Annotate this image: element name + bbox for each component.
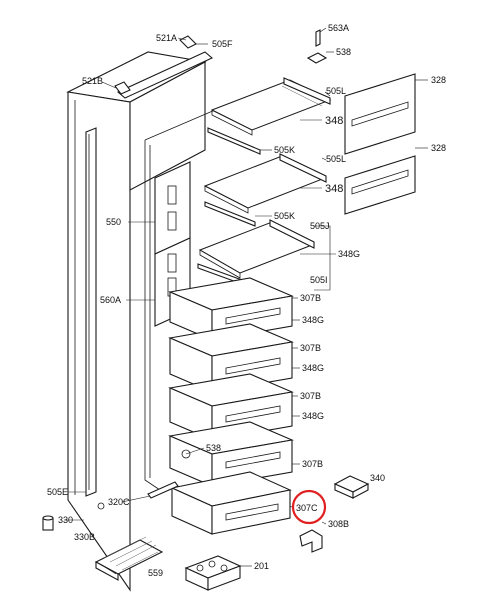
- label-538-mid: 538: [206, 443, 221, 453]
- label-538-top: 538: [336, 47, 351, 57]
- label-505l-2: 505L: [326, 154, 346, 164]
- leader-lines: [64, 27, 428, 575]
- label-505f: 505F: [212, 39, 233, 49]
- label-560a: 560A: [100, 295, 121, 305]
- top-trim: [114, 35, 214, 99]
- label-201: 201: [254, 561, 269, 571]
- label-348g-2: 348G: [302, 315, 324, 325]
- foot-340: [333, 475, 370, 499]
- label-505k-1: 505K: [274, 145, 295, 155]
- label-563a: 563A: [328, 23, 349, 33]
- screw-330-part: [42, 502, 105, 531]
- label-320c: 320C: [108, 497, 130, 507]
- clip-563A: [315, 29, 321, 47]
- part-labels: 521A 505F 563A 538 521B 505L 328 348 505…: [47, 23, 446, 578]
- label-330: 330: [58, 515, 73, 525]
- glass-shelf-348-top: [210, 77, 332, 136]
- egg-tray-201: [184, 555, 242, 591]
- clip-538-top: [306, 52, 328, 64]
- label-328-a: 328: [431, 75, 446, 85]
- label-348-a: 348: [325, 115, 343, 127]
- label-348-b: 348: [325, 183, 343, 195]
- label-505k-2: 505K: [274, 211, 295, 221]
- grille-559: [94, 536, 164, 581]
- label-348g-4: 348G: [302, 411, 324, 421]
- label-328-b: 328: [431, 143, 446, 153]
- label-521a: 521A: [156, 33, 177, 43]
- label-348g-3: 348G: [302, 363, 324, 373]
- label-308b: 308B: [328, 519, 349, 529]
- label-340: 340: [370, 473, 385, 483]
- drawer-307C: [170, 471, 292, 535]
- drawer-307B-4: [168, 421, 294, 487]
- label-307b-4: 307B: [302, 459, 323, 469]
- glass-shelf-348-mid: [203, 153, 327, 214]
- hinge-320C: [147, 481, 179, 499]
- label-348g-1: 348G: [338, 249, 360, 259]
- rails: [197, 127, 261, 285]
- bracket-308B: [299, 529, 323, 553]
- label-505j: 505J: [310, 221, 330, 231]
- label-505i: 505I: [310, 275, 328, 285]
- glass-shelf-348G: [198, 219, 315, 279]
- cabinet-body: [66, 51, 216, 592]
- highlight-circle-307c: [291, 489, 327, 525]
- label-330b: 330B: [74, 532, 95, 542]
- door-seal-505E: [85, 127, 97, 497]
- label-559: 559: [148, 568, 163, 578]
- label-505e: 505E: [47, 487, 68, 497]
- label-307b-1: 307B: [300, 293, 321, 303]
- label-550: 550: [106, 217, 121, 227]
- label-307c: 307C: [296, 503, 318, 513]
- label-505l-1: 505L: [326, 86, 346, 96]
- door-bin-328-bottom: [344, 155, 416, 215]
- label-521b: 521B: [82, 76, 103, 86]
- label-307b-2: 307B: [300, 343, 321, 353]
- label-307b-3: 307B: [300, 391, 321, 401]
- door-bin-328-top: [344, 73, 416, 155]
